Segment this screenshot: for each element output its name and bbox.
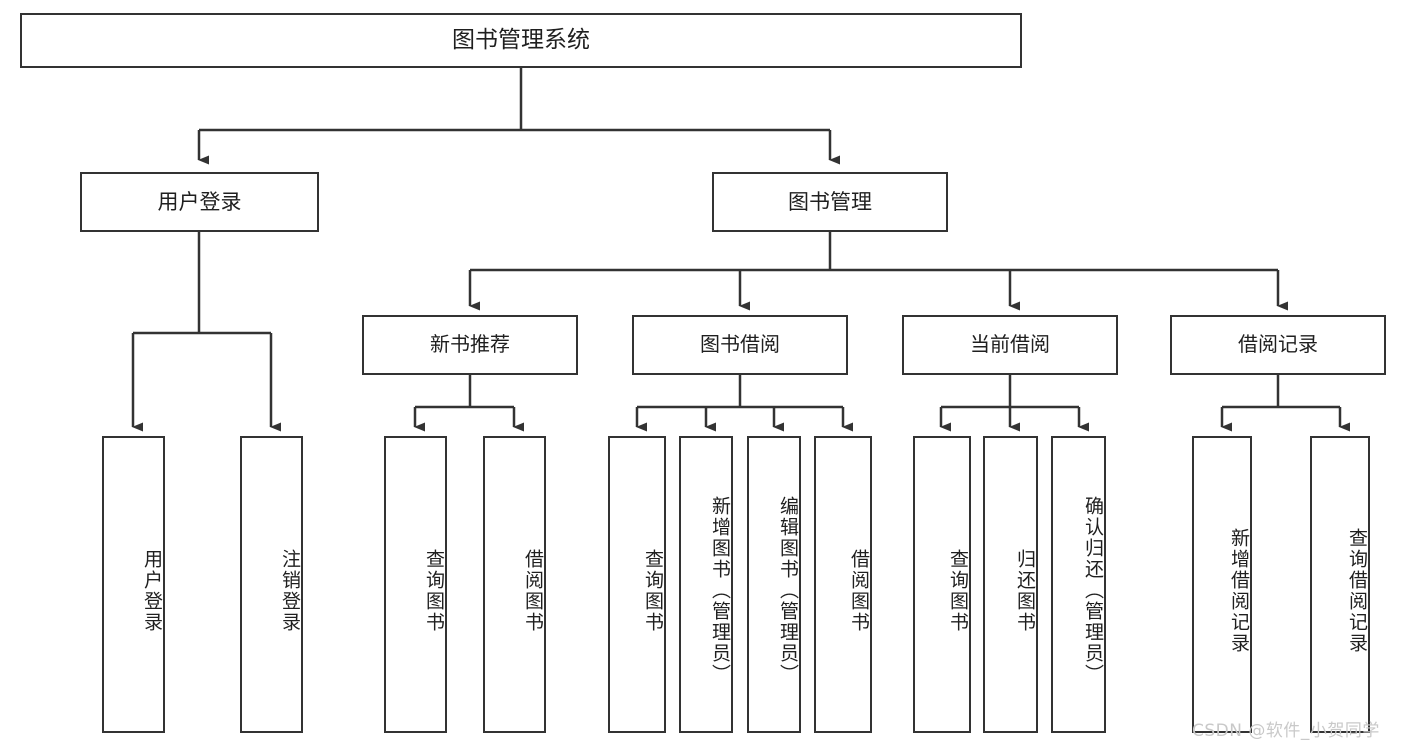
node-user-login[interactable]: 用户登录	[80, 172, 319, 232]
leaf-borrow-record-add[interactable]: 新增借阅记录	[1192, 436, 1252, 733]
leaf-current-borrow-query-label: 查询图书	[947, 548, 969, 633]
node-new-book-recommend[interactable]: 新书推荐	[362, 315, 578, 375]
leaf-user-login-logout[interactable]: 注销登录	[240, 436, 303, 733]
leaf-book-borrow-query[interactable]: 查询图书	[608, 436, 666, 733]
node-root-system[interactable]: 图书管理系统	[20, 13, 1022, 68]
node-book-manage[interactable]: 图书管理	[712, 172, 948, 232]
node-user-login-label: 用户登录	[157, 189, 242, 214]
leaf-borrow-record-add-label: 新增借阅记录	[1228, 527, 1250, 654]
leaf-book-borrow-borrow-label: 借阅图书	[848, 548, 870, 633]
leaf-book-borrow-borrow[interactable]: 借阅图书	[814, 436, 872, 733]
leaf-user-login-login[interactable]: 用户登录	[102, 436, 165, 733]
node-book-borrow-label: 图书借阅	[700, 332, 780, 357]
node-root-system-label: 图书管理系统	[452, 26, 590, 53]
node-current-borrow-label: 当前借阅	[970, 332, 1050, 357]
leaf-new-book-query[interactable]: 查询图书	[384, 436, 447, 733]
leaf-new-book-query-label: 查询图书	[423, 548, 445, 633]
node-new-book-recommend-label: 新书推荐	[430, 332, 510, 357]
leaf-new-book-borrow[interactable]: 借阅图书	[483, 436, 546, 733]
leaf-current-borrow-confirm-label: 确认归还（管理员）	[1082, 496, 1104, 685]
leaf-book-borrow-add-label: 新增图书（管理员）	[709, 496, 731, 685]
leaf-borrow-record-query-label: 查询借阅记录	[1346, 527, 1368, 654]
node-borrow-record-label: 借阅记录	[1238, 332, 1318, 357]
leaf-book-borrow-query-label: 查询图书	[642, 548, 664, 633]
leaf-current-borrow-return-label: 归还图书	[1014, 548, 1036, 633]
leaf-current-borrow-query[interactable]: 查询图书	[913, 436, 971, 733]
node-book-borrow[interactable]: 图书借阅	[632, 315, 848, 375]
leaf-user-login-login-label: 用户登录	[141, 548, 163, 633]
leaf-book-borrow-edit-label: 编辑图书（管理员）	[777, 496, 799, 685]
leaf-book-borrow-edit[interactable]: 编辑图书（管理员）	[747, 436, 801, 733]
leaf-current-borrow-return[interactable]: 归还图书	[983, 436, 1038, 733]
node-current-borrow[interactable]: 当前借阅	[902, 315, 1118, 375]
leaf-user-login-logout-label: 注销登录	[279, 548, 301, 633]
node-book-manage-label: 图书管理	[788, 189, 872, 214]
leaf-book-borrow-add[interactable]: 新增图书（管理员）	[679, 436, 733, 733]
leaf-current-borrow-confirm[interactable]: 确认归还（管理员）	[1051, 436, 1106, 733]
leaf-borrow-record-query[interactable]: 查询借阅记录	[1310, 436, 1370, 733]
node-borrow-record[interactable]: 借阅记录	[1170, 315, 1386, 375]
csdn-watermark: CSDN @软件_小贺同学	[1192, 721, 1380, 741]
leaf-new-book-borrow-label: 借阅图书	[522, 548, 544, 633]
